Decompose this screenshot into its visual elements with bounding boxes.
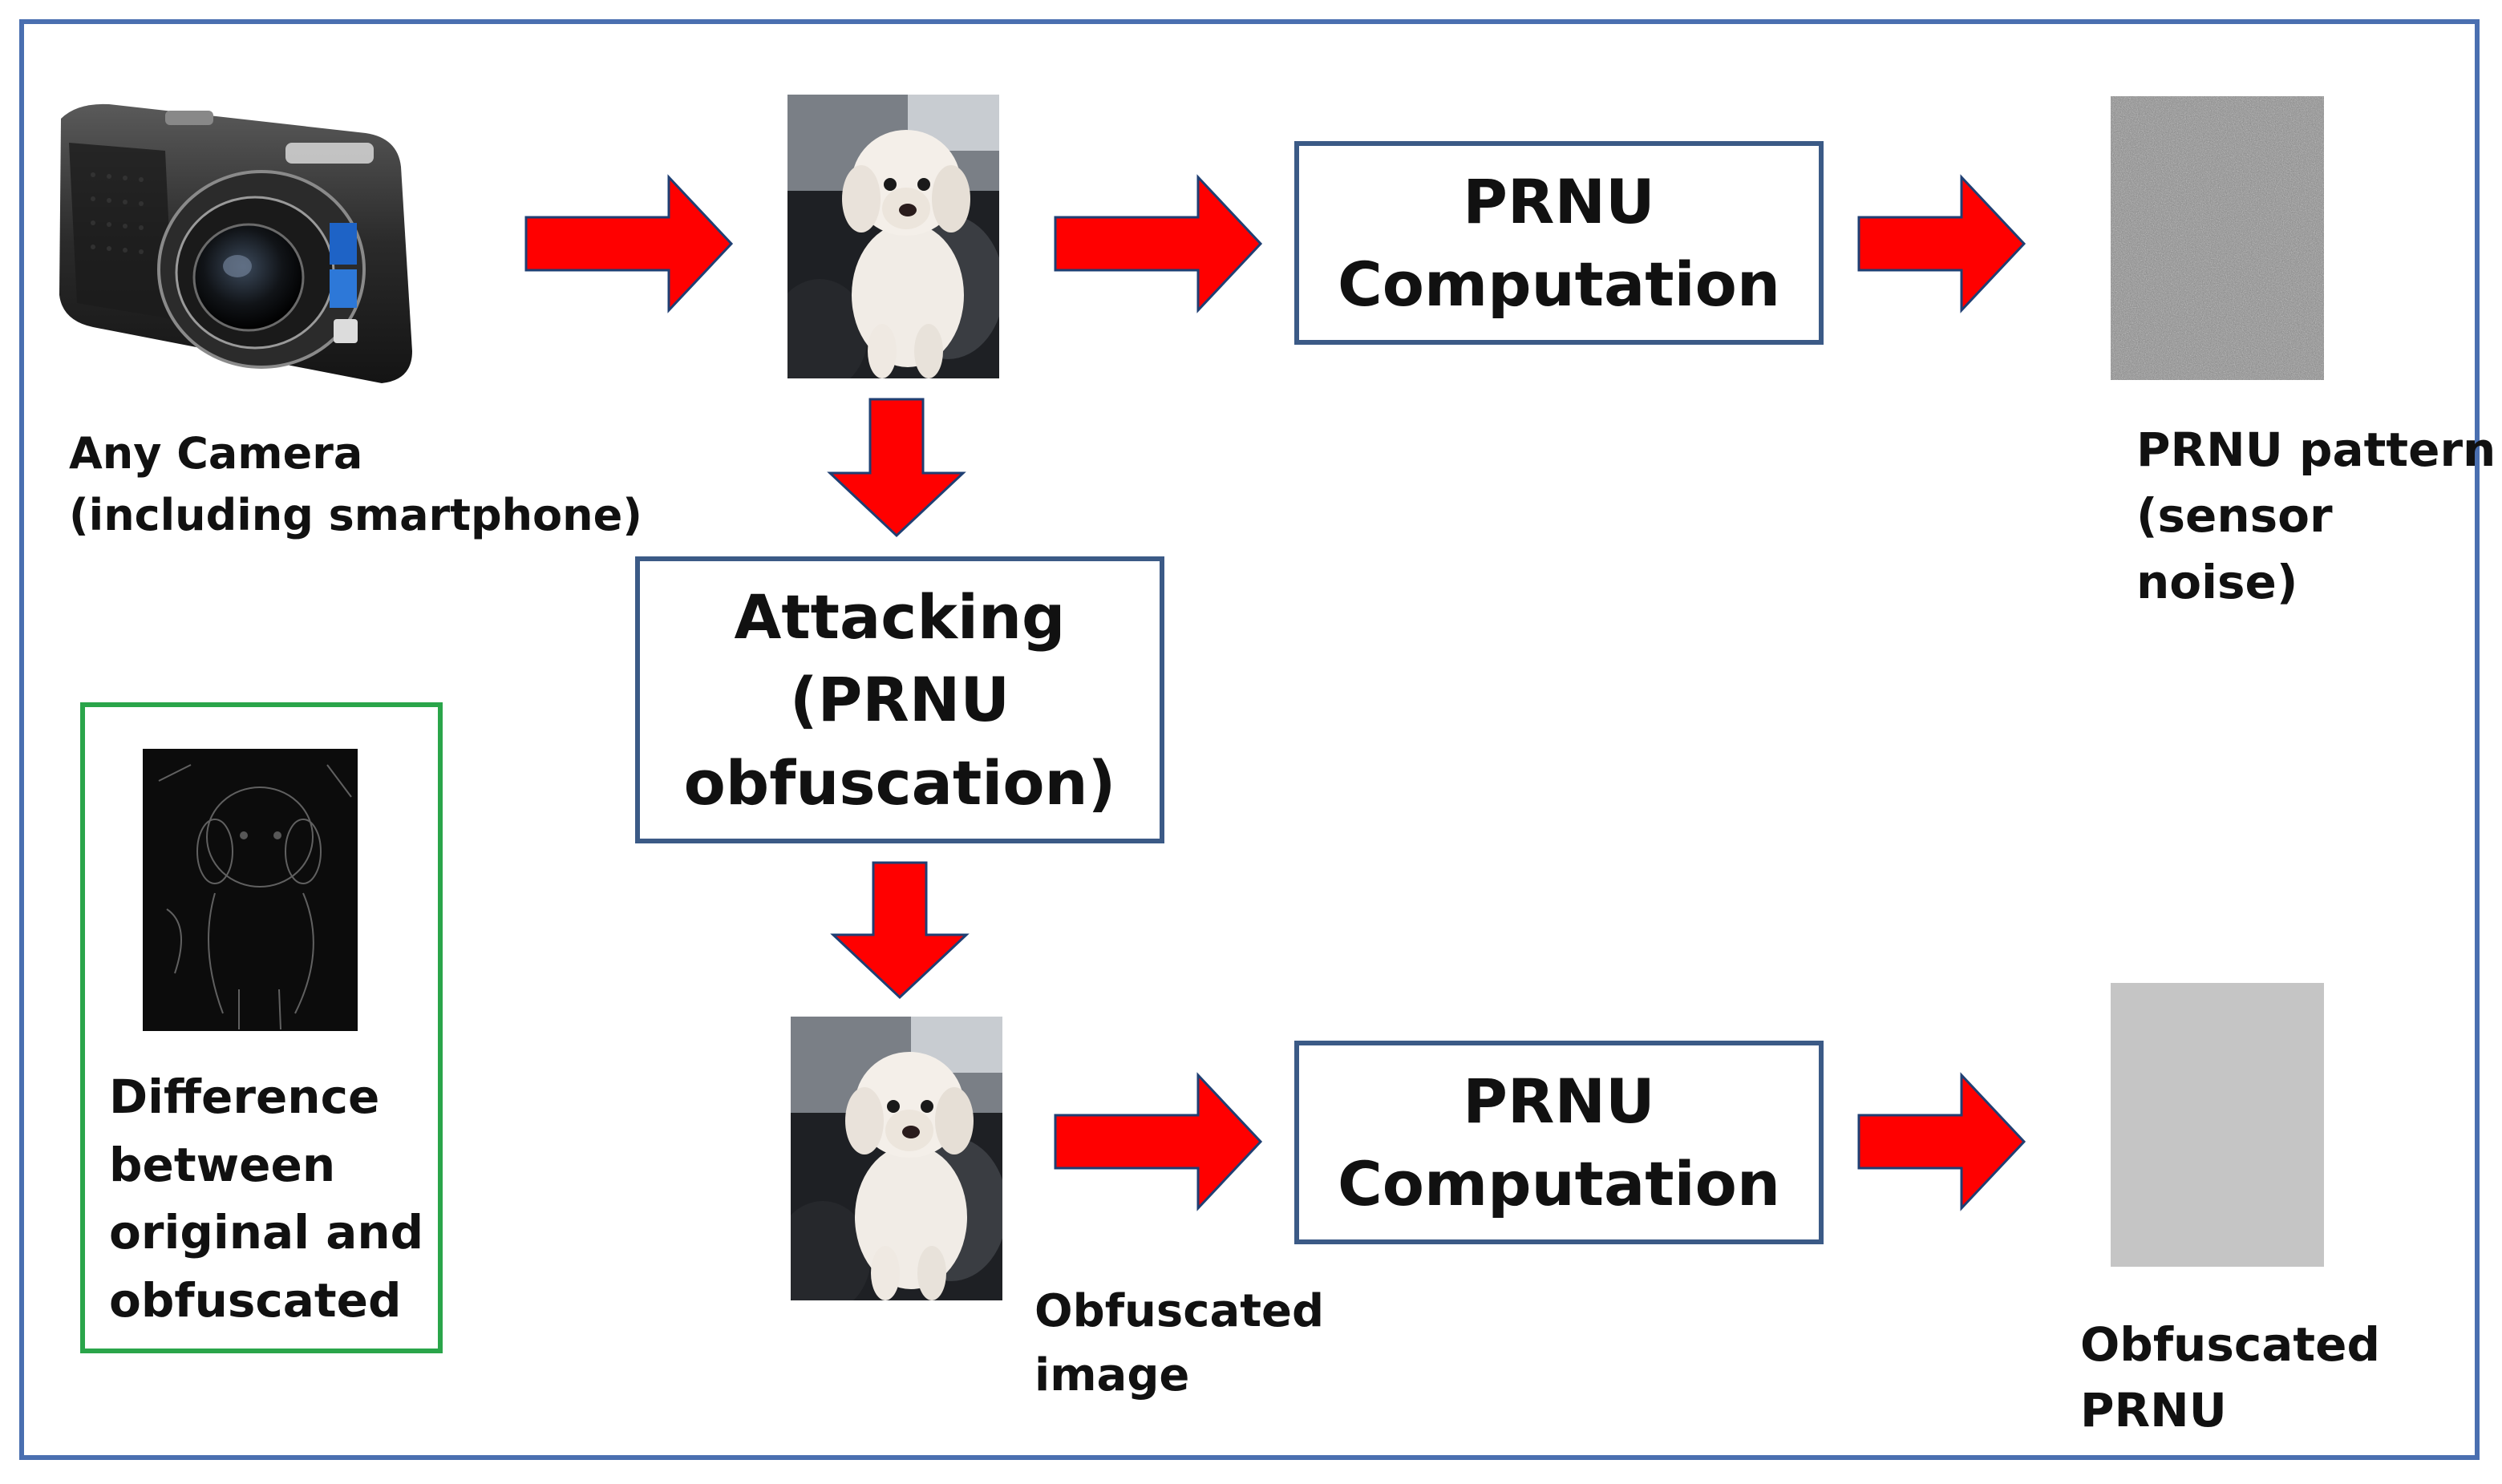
obfuscated-prnu-label: Obfuscated PRNU (2080, 1317, 2380, 1438)
attacking-box: Attacking (PRNU obfuscation) (635, 556, 1164, 843)
prnu-computation-box-bottom: PRNU Computation (1294, 1041, 1824, 1244)
prnu-computation-box-top: PRNU Computation (1294, 141, 1824, 345)
arrow-original-image-to-prnu-top (1054, 174, 1263, 313)
prnu-noise-pattern-icon (2111, 96, 2324, 380)
arrow-prnu-bottom-to-obfuscated-prnu (1857, 1072, 2026, 1211)
difference-legend-box (80, 702, 443, 1353)
obfuscated-image-label: Obfuscated image (1034, 1285, 1325, 1401)
arrow-camera-to-original-image (524, 174, 734, 313)
diagram-frame (19, 19, 2480, 1460)
prnu-pattern-label: PRNU pattern (sensor noise) (2136, 423, 2496, 609)
obfuscated-prnu-pattern-icon (2111, 983, 2324, 1267)
arrow-prnu-top-to-prnu-pattern (1857, 174, 2026, 313)
camera-icon (59, 103, 412, 383)
obfuscated-image-icon (791, 1017, 1002, 1300)
arrow-original-image-to-attacking (827, 398, 966, 538)
original-image-icon (787, 95, 999, 378)
arrow-obfuscated-image-to-prnu-bottom (1054, 1072, 1263, 1211)
difference-image-icon (143, 749, 358, 1031)
arrow-attacking-to-obfuscated-image (830, 861, 970, 1000)
difference-label: Difference between original and obfuscat… (109, 1070, 424, 1328)
camera-label: Any Camera (including smartphone) (69, 428, 642, 540)
